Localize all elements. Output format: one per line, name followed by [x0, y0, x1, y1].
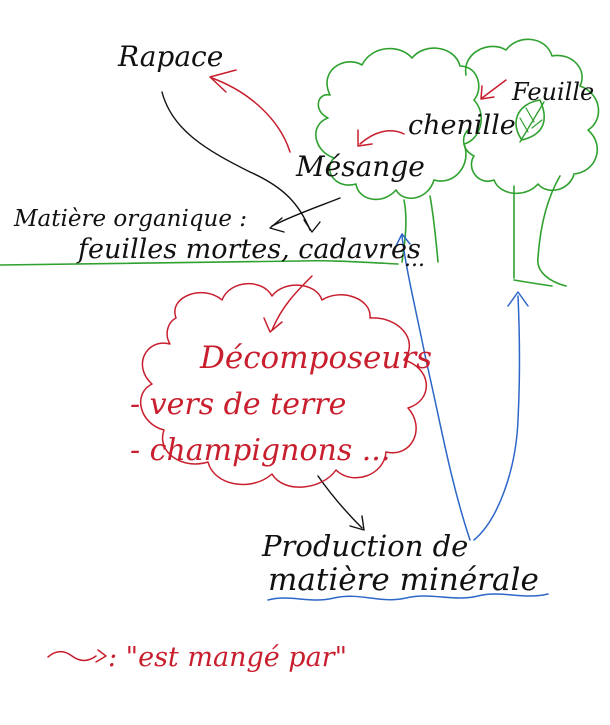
- legend-text: : "est mangé par": [108, 642, 347, 673]
- label-mesange: Mésange: [295, 150, 425, 183]
- label-matiere-organique: Matière organique :: [13, 206, 247, 232]
- arrowhead-mesange: [357, 129, 373, 147]
- arrowhead-cadavres: [303, 219, 321, 233]
- tree-left-canopy: [315, 47, 483, 201]
- leaf-icon: [515, 99, 545, 143]
- label-chenille: chenille: [408, 110, 516, 141]
- arrowhead-tree-left: [395, 233, 411, 247]
- label-vers-de-terre: - vers de terre: [130, 387, 346, 422]
- arrowhead-decomposeurs: [263, 317, 283, 333]
- legend-arrow-icon: [47, 649, 107, 663]
- line-mesange-to-matiere: [271, 197, 341, 227]
- label-matiere-minerale: matière minérale: [268, 562, 539, 598]
- arrow-mineral-to-tree-left: [401, 235, 471, 541]
- tree-right-canopy: [462, 38, 600, 195]
- arrowhead-chenille: [480, 85, 495, 100]
- tree-left-trunk-left: [401, 199, 407, 263]
- arrowhead-rapace: [209, 69, 237, 93]
- arrow-matiere-to-decomposeurs: [271, 275, 313, 331]
- predation-arrows: [209, 69, 507, 333]
- label-production-de: Production de: [261, 529, 468, 563]
- label-champignons: - champignons ...: [130, 433, 390, 468]
- label-feuilles-mortes: feuilles mortes, cadavres: [76, 234, 421, 265]
- label-ellipsis: ...: [404, 247, 425, 272]
- arrowhead-matiere: [269, 217, 285, 233]
- arrowhead-production: [349, 515, 365, 531]
- arrow-feuille-to-chenille: [481, 79, 507, 99]
- mineral-underline: [267, 593, 549, 601]
- arrowhead-tree-right: [507, 291, 529, 307]
- arrow-chenille-to-mesange: [359, 130, 405, 145]
- tree-right-trunk-right: [537, 175, 567, 287]
- ground-line: [0, 259, 399, 266]
- decomposers-cloud: [140, 282, 427, 488]
- line-decomposeurs-to-production: [317, 475, 363, 529]
- label-rapace: Rapace: [117, 40, 223, 73]
- tree-left: [315, 47, 483, 263]
- line-rapace-to-cadavres: [161, 91, 311, 231]
- mineral-uptake-arrows: [267, 233, 549, 601]
- tree-right: [462, 38, 600, 287]
- arrow-mineral-to-tree-right: [473, 295, 521, 541]
- tree-left-trunk-right: [429, 195, 439, 263]
- label-decomposeurs: Décomposeurs: [199, 340, 432, 376]
- arrow-mesange-to-rapace: [211, 77, 291, 153]
- label-feuille: Feuille: [511, 78, 594, 106]
- tree-right-root: [513, 279, 553, 287]
